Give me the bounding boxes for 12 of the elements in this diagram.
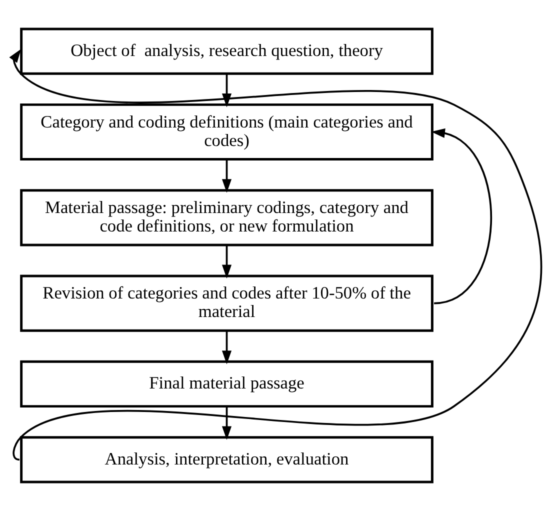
node-box: Material passage: preliminary codings, category and code definitions, or new formulation [20, 189, 434, 246]
arrow [222, 160, 232, 193]
node-box: Final material passage [20, 360, 434, 408]
arrow [222, 74, 232, 108]
node-box: Object of analysis, research question, theory [20, 28, 434, 75]
arrow [222, 331, 232, 364]
arrow [222, 406, 232, 440]
arrow [222, 245, 232, 278]
arrow [431, 128, 492, 304]
node-box: Category and coding definitions (main categories and codes) [20, 103, 434, 161]
node-box: Analysis, interpretation, evaluation [20, 436, 434, 484]
node-box: Revision of categories and codes after 10-50% of the material [20, 274, 434, 332]
